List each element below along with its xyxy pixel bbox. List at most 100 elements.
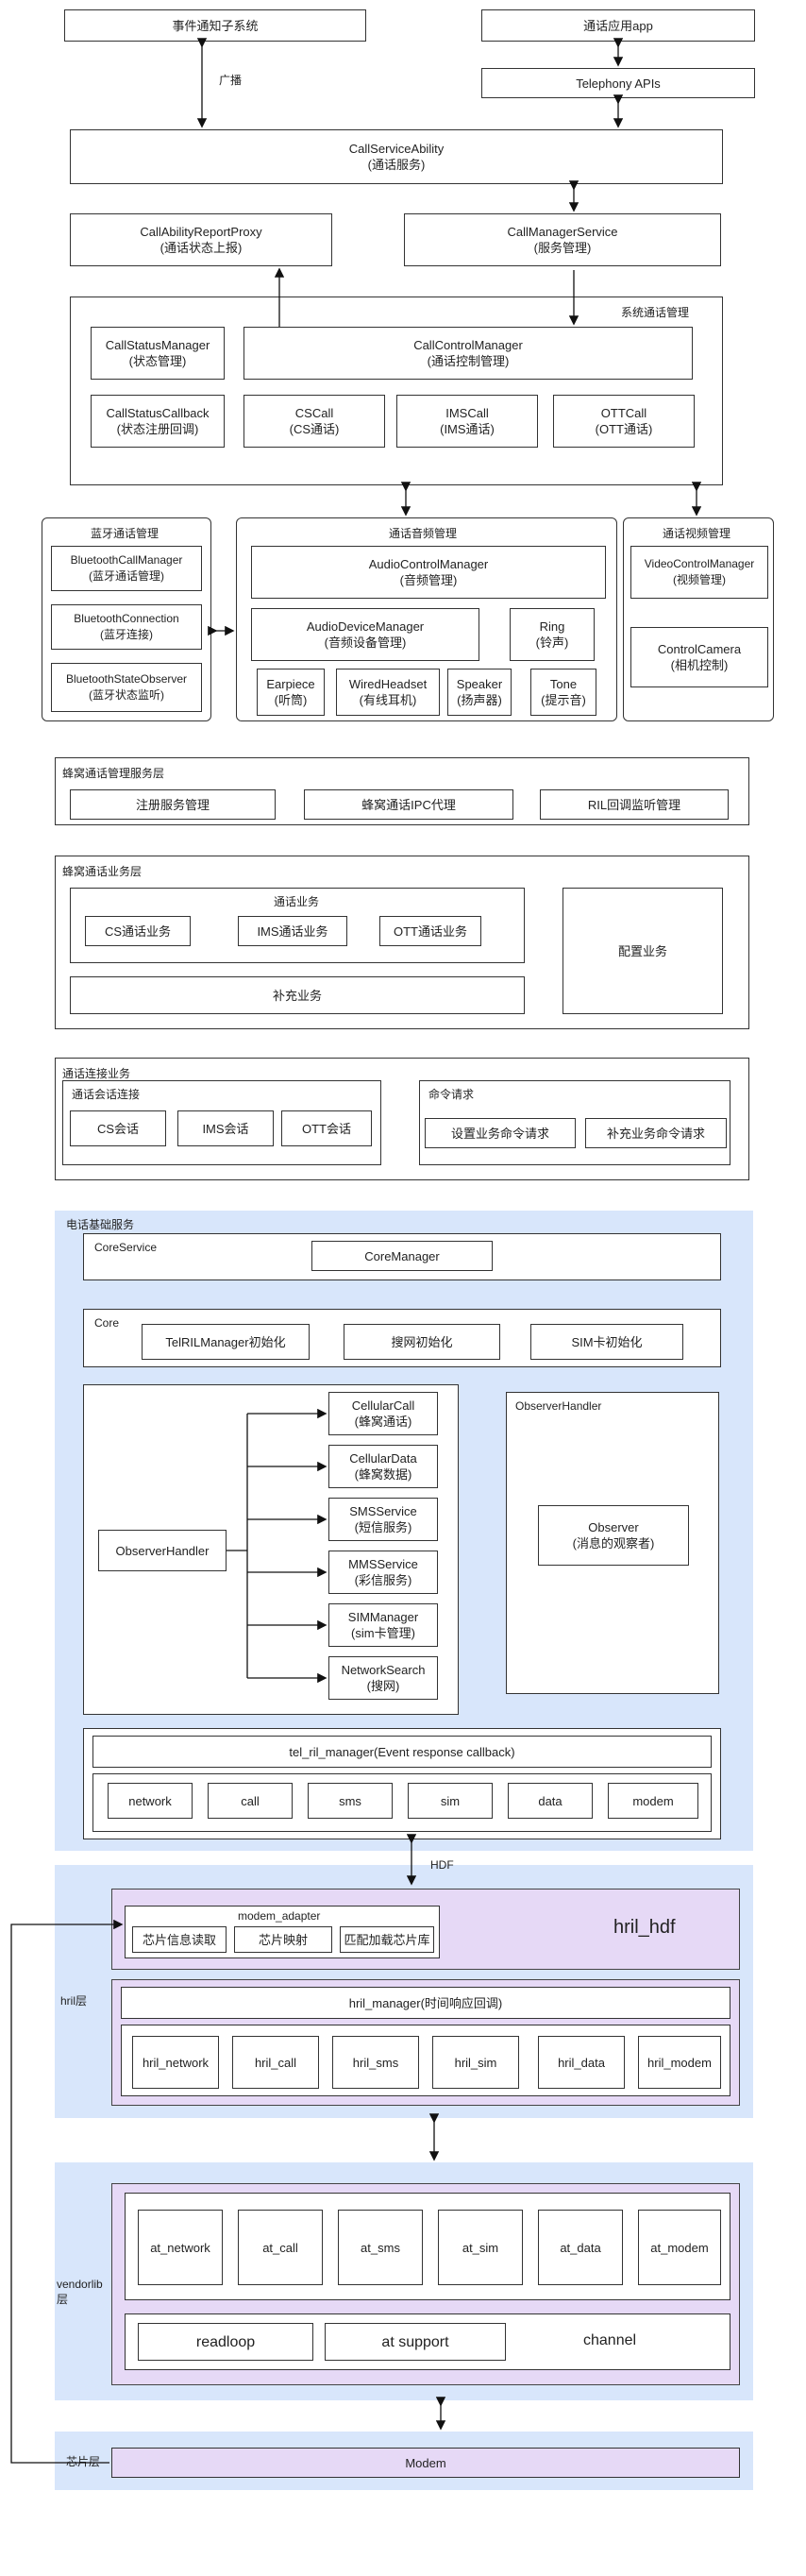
channel-label: channel bbox=[583, 2332, 637, 2348]
call-control-manager-sub: (通话控制管理) bbox=[427, 354, 510, 368]
bluetooth-connection-sub: (蓝牙连接) bbox=[100, 628, 153, 641]
chip-map-label: 芯片映射 bbox=[258, 1932, 308, 1947]
manager-service-sub: (服务管理) bbox=[533, 241, 592, 255]
ril-callback-label: RIL回调监听管理 bbox=[587, 797, 681, 812]
cellular-call-label: CellularCall bbox=[351, 1398, 415, 1413]
speaker-box: Speaker (扬声器) bbox=[447, 669, 512, 716]
bluetooth-title: 蓝牙通话管理 bbox=[91, 527, 160, 540]
at-sim-label: at_sim bbox=[462, 2240, 499, 2255]
tel-network-label: network bbox=[128, 1793, 172, 1808]
sim-init-box: SIM卡初始化 bbox=[530, 1324, 683, 1360]
bluetooth-connection-box: BluetoothConnection (蓝牙连接) bbox=[51, 604, 202, 650]
cs-call-sub: (CS通话) bbox=[289, 422, 340, 436]
bluetooth-state-observer-sub: (蓝牙状态监听) bbox=[89, 688, 164, 702]
sms-service-sub: (短信服务) bbox=[354, 1520, 412, 1534]
ims-session-label: IMS会话 bbox=[202, 1121, 249, 1136]
chip-map-box: 芯片映射 bbox=[234, 1926, 332, 1953]
telephony-apis-label: Telephony APIs bbox=[576, 76, 661, 91]
bluetooth-call-manager-box: BluetoothCallManager (蓝牙通话管理) bbox=[51, 546, 202, 591]
telril-init-box: TelRILManager初始化 bbox=[142, 1324, 310, 1360]
broadcast-label: 广播 bbox=[219, 74, 243, 87]
tel-call-label: call bbox=[241, 1793, 260, 1808]
ring-label: Ring bbox=[539, 619, 565, 634]
call-control-manager-box: CallControlManager (通话控制管理) bbox=[243, 327, 693, 380]
tel-modem-box: modem bbox=[608, 1783, 698, 1819]
at-modules-group bbox=[125, 2193, 730, 2300]
hril-modem-label: hril_modem bbox=[647, 2055, 712, 2070]
hril-sms-label: hril_sms bbox=[352, 2055, 399, 2070]
session-connection-title: 通话会话连接 bbox=[72, 1088, 141, 1101]
audio-device-manager-label: AudioDeviceManager bbox=[306, 619, 425, 634]
tel-sms-box: sms bbox=[308, 1783, 393, 1819]
observer-label: Observer bbox=[588, 1520, 639, 1534]
tone-sub: (提示音) bbox=[541, 693, 586, 707]
register-service-label: 注册服务管理 bbox=[135, 797, 210, 812]
bluetooth-state-observer-label: BluetoothStateObserver bbox=[65, 672, 188, 686]
sms-service-label: SMSService bbox=[349, 1504, 417, 1518]
audio-device-manager-box: AudioDeviceManager (音频设备管理) bbox=[251, 608, 479, 661]
sim-manager-label: SIMManager bbox=[347, 1610, 419, 1624]
at-data-label: at_data bbox=[560, 2240, 601, 2255]
at-sim-box: at_sim bbox=[438, 2210, 523, 2285]
ims-call-box: IMSCall (IMS通话) bbox=[396, 395, 538, 448]
at-data-box: at_data bbox=[538, 2210, 623, 2285]
core-manager-box: CoreManager bbox=[311, 1241, 493, 1271]
wired-headset-label: WiredHeadset bbox=[348, 677, 428, 691]
ring-sub: (铃声) bbox=[535, 636, 569, 650]
core-title: Core bbox=[94, 1316, 120, 1330]
cellular-call-box: CellularCall (蜂窝通话) bbox=[328, 1392, 438, 1435]
speaker-label: Speaker bbox=[456, 677, 503, 691]
readloop-box: readloop bbox=[138, 2323, 313, 2361]
set-command-box: 设置业务命令请求 bbox=[425, 1118, 576, 1148]
net-init-box: 搜网初始化 bbox=[344, 1324, 500, 1360]
bluetooth-state-observer-box: BluetoothStateObserver (蓝牙状态监听) bbox=[51, 663, 202, 712]
audio-control-manager-sub: (音频管理) bbox=[399, 573, 458, 587]
tel-ril-manager-label: tel_ril_manager(Event response callback) bbox=[289, 1744, 515, 1759]
cs-session-label: CS会话 bbox=[96, 1121, 140, 1136]
call-service-ability-label: CallServiceAbility bbox=[348, 142, 445, 156]
ipc-proxy-box: 蜂窝通话IPC代理 bbox=[304, 789, 513, 820]
at-network-label: at_network bbox=[150, 2240, 210, 2255]
tel-network-box: network bbox=[108, 1783, 193, 1819]
ims-call-label: IMSCall bbox=[445, 406, 489, 420]
cellular-data-sub: (蜂窝数据) bbox=[354, 1467, 412, 1482]
sim-init-label: SIM卡初始化 bbox=[571, 1334, 643, 1349]
manager-service-box: CallManagerService (服务管理) bbox=[404, 213, 721, 266]
call-status-manager-sub: (状态管理) bbox=[128, 354, 187, 368]
hril-sms-box: hril_sms bbox=[332, 2036, 419, 2089]
tel-modem-label: modem bbox=[632, 1793, 674, 1808]
observer-box: Observer (消息的观察者) bbox=[538, 1505, 689, 1566]
control-camera-sub: (相机控制) bbox=[670, 658, 729, 672]
cellular-call-sub: (蜂窝通话) bbox=[354, 1415, 412, 1429]
mms-service-box: MMSService (彩信服务) bbox=[328, 1551, 438, 1594]
ott-session-label: OTT会话 bbox=[302, 1121, 351, 1136]
ott-call-box: OTTCall (OTT通话) bbox=[553, 395, 695, 448]
mms-service-label: MMSService bbox=[348, 1557, 418, 1571]
mms-service-sub: (彩信服务) bbox=[354, 1573, 412, 1587]
hril-layer-label: hril层 bbox=[60, 1994, 88, 2008]
chip-layer-label: 芯片层 bbox=[66, 2455, 101, 2468]
config-business-box: 配置业务 bbox=[563, 888, 723, 1014]
call-service-ability-sub: (通话服务) bbox=[367, 158, 426, 172]
tel-sim-label: sim bbox=[440, 1793, 461, 1808]
audio-title: 通话音频管理 bbox=[389, 527, 458, 540]
sms-service-box: SMSService (短信服务) bbox=[328, 1498, 438, 1541]
notify-subsystem-label: 事件通知子系统 bbox=[172, 18, 259, 33]
observer-handler-box: ObserverHandler bbox=[98, 1530, 227, 1571]
hril-network-box: hril_network bbox=[132, 2036, 219, 2089]
ipc-proxy-label: 蜂窝通话IPC代理 bbox=[361, 797, 456, 812]
cellular-business-title: 蜂窝通话业务层 bbox=[62, 865, 143, 878]
at-modem-box: at_modem bbox=[638, 2210, 721, 2285]
bluetooth-call-manager-sub: (蓝牙通话管理) bbox=[89, 569, 164, 583]
wired-headset-sub: (有线耳机) bbox=[359, 693, 417, 707]
modem-box: Modem bbox=[111, 2448, 740, 2478]
wired-headset-box: WiredHeadset (有线耳机) bbox=[336, 669, 440, 716]
at-support-box: at support bbox=[325, 2323, 506, 2361]
video-control-manager-sub: (视频管理) bbox=[673, 573, 726, 586]
video-control-manager-label: VideoControlManager bbox=[644, 557, 755, 570]
hril-manager-label: hril_manager(时间响应回调) bbox=[348, 1995, 503, 2010]
at-sms-label: at_sms bbox=[361, 2240, 400, 2255]
chip-info-box: 芯片信息读取 bbox=[132, 1926, 227, 1953]
cs-business-label: CS通话业务 bbox=[104, 924, 172, 939]
